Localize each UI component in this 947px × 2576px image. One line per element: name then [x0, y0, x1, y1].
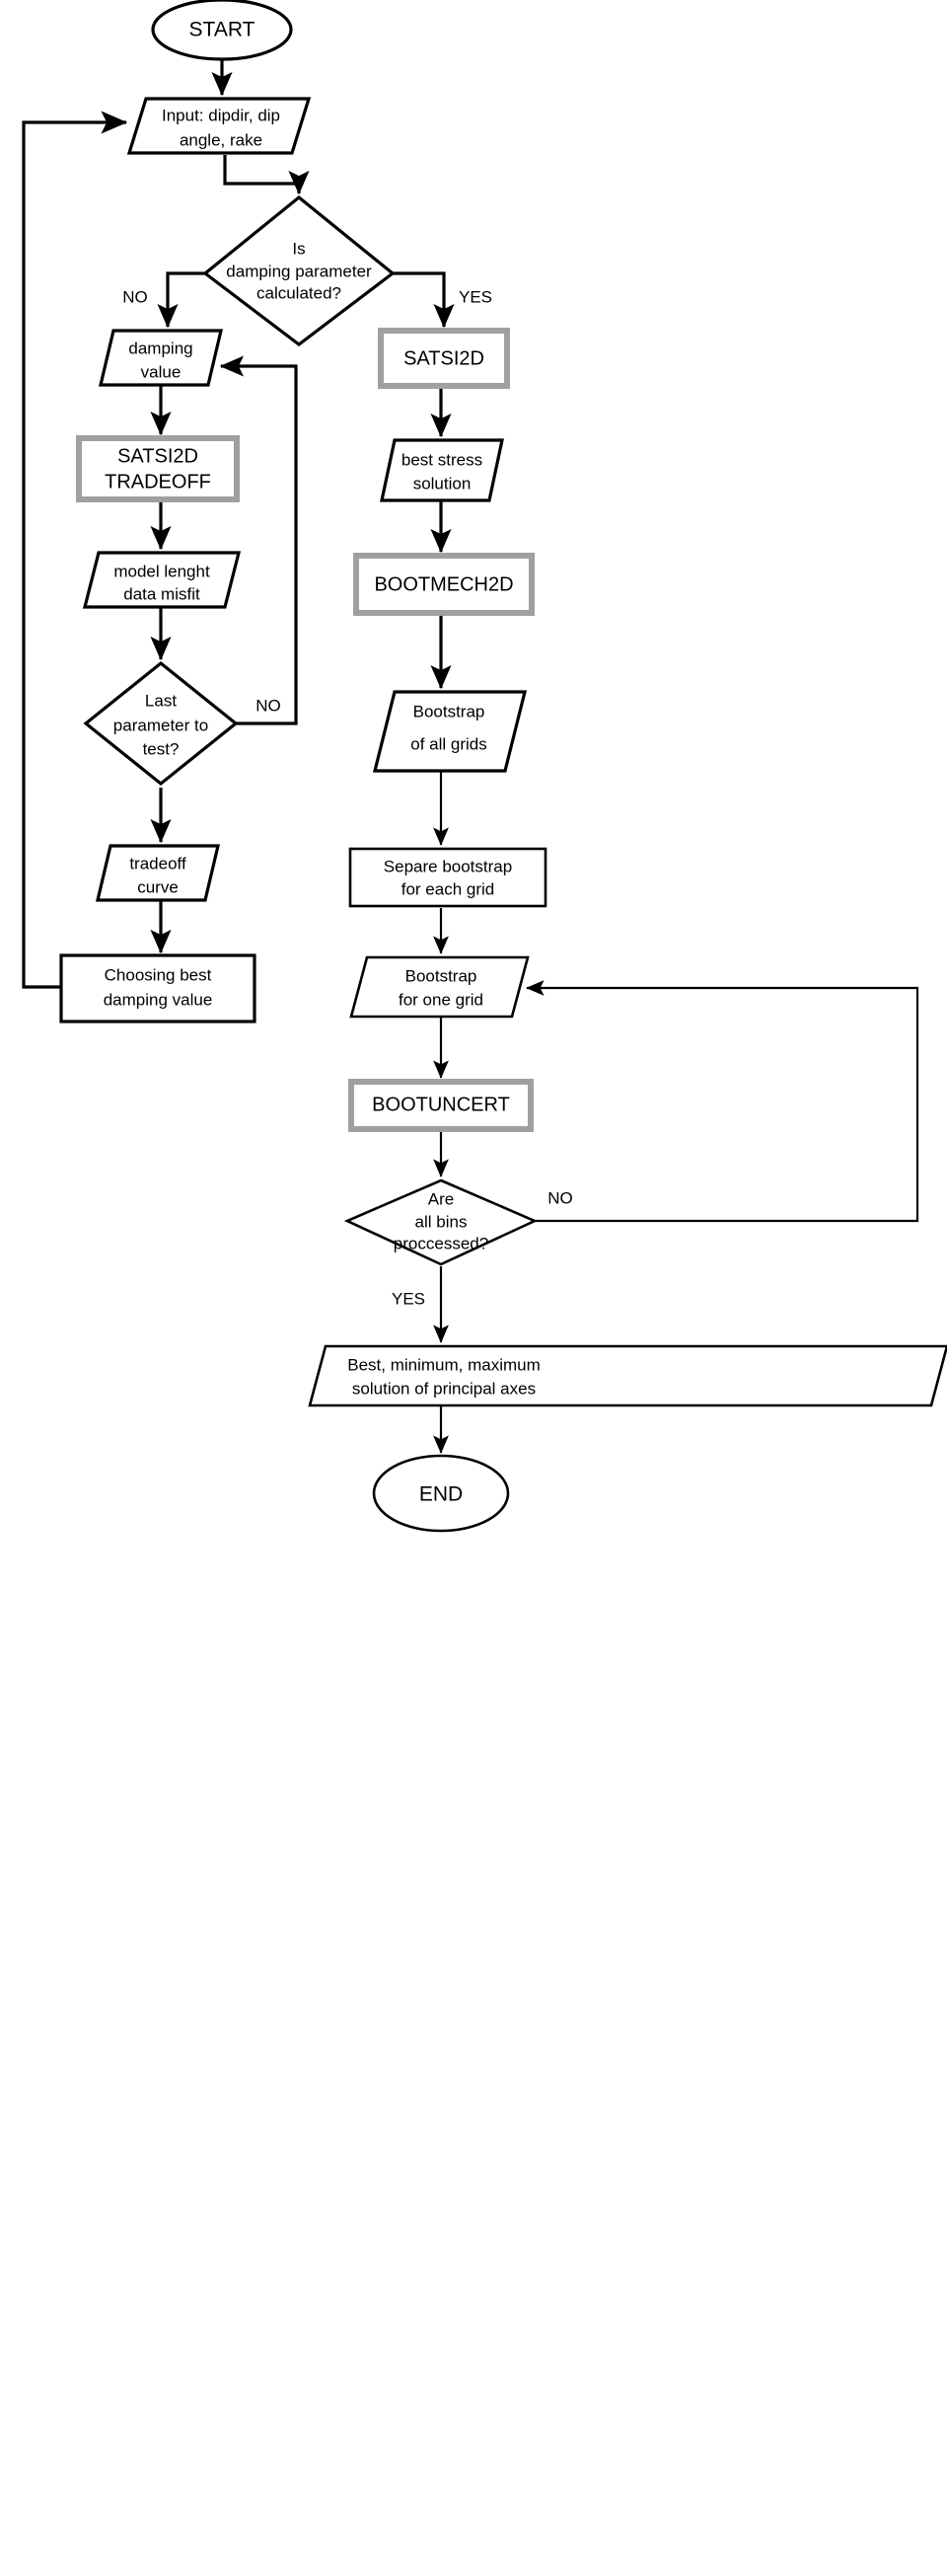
node-choose-damping[interactable]: Choosing best damping value [59, 953, 256, 1023]
satsi2d-shape [378, 328, 510, 389]
decision-damping-line1: Is [292, 239, 305, 258]
node-tradeoff-curve[interactable]: tradeoff curve [95, 844, 221, 902]
separe-bootstrap-shape [348, 847, 547, 908]
input-label-line1: Input: dipdir, dip [162, 106, 280, 124]
edge-decision-bins-no-loop [526, 980, 919, 1223]
bootstrap-all-shape [372, 690, 528, 773]
bootuncert-shape [348, 1079, 534, 1132]
bootstrap-one-line2: for one grid [399, 990, 483, 1009]
node-damping-value[interactable]: damping value [98, 329, 224, 387]
bootuncert-label: BOOTUNCERT [372, 1094, 510, 1115]
edge-label-no-damping: NO [122, 287, 148, 306]
node-satsi2d-tradeoff[interactable]: SATSI2D TRADEOFF [76, 435, 240, 502]
edge-input-to-decision-damping [223, 155, 310, 195]
edge-decision-yes-to-satsi2d [391, 271, 455, 329]
model-misfit-shape [82, 551, 242, 609]
start-terminator-shape [151, 0, 293, 61]
node-best-stress[interactable]: best stress solution [380, 438, 504, 502]
node-input[interactable]: Input: dipdir, dip angle, rake [126, 97, 312, 155]
bootmech2d-label: BOOTMECH2D [374, 573, 513, 595]
choose-damping-line2: damping value [104, 990, 213, 1009]
node-end[interactable]: END [372, 1454, 510, 1533]
tradeoff-curve-line1: tradeoff [129, 854, 186, 872]
decision-last-line1: Last [145, 691, 177, 710]
end-label: END [419, 1483, 463, 1506]
decision-bins-line1: Are [428, 1189, 454, 1208]
separe-bootstrap-line2: for each grid [401, 879, 495, 898]
node-final-solution[interactable]: Best, minimum, maximum solution of princ… [308, 1344, 947, 1407]
best-stress-line2: solution [413, 474, 472, 492]
edge-choose-damping-loop-to-input [22, 111, 128, 989]
edge-label-no-bins: NO [547, 1188, 573, 1207]
damping-value-shape [98, 329, 224, 387]
final-solution-line1: Best, minimum, maximum [347, 1355, 541, 1374]
node-decision-bins[interactable]: Are all bins proccessed? [343, 1178, 539, 1266]
satsi2d-tradeoff-line2: TRADEOFF [105, 471, 211, 492]
decision-bins-line3: proccessed? [394, 1234, 488, 1252]
node-bootuncert[interactable]: BOOTUNCERT [348, 1079, 534, 1132]
node-bootstrap-one[interactable]: Bootstrap for one grid [349, 955, 530, 1019]
final-solution-shape [308, 1344, 947, 1407]
decision-last-line2: parameter to [113, 716, 208, 734]
node-bootstrap-all[interactable]: Bootstrap of all grids [372, 690, 528, 773]
input-parallelogram-shape [126, 97, 312, 155]
final-solution-line2: solution of principal axes [352, 1379, 536, 1398]
decision-last-param-shape [83, 660, 239, 787]
edge-label-yes-bins: YES [392, 1289, 425, 1308]
tradeoff-curve-shape [95, 844, 221, 902]
choose-damping-line1: Choosing best [105, 965, 212, 984]
bootstrap-one-shape [349, 955, 530, 1019]
satsi2d-label: SATSI2D [403, 347, 484, 369]
start-label: START [189, 19, 255, 41]
edge-decision-last-no-loop [219, 355, 298, 725]
input-label-line2: angle, rake [180, 130, 262, 149]
end-terminator-shape [372, 1454, 510, 1533]
satsi2d-tradeoff-shape [76, 435, 240, 502]
bootstrap-all-line2: of all grids [410, 734, 486, 753]
decision-damping-line2: damping parameter [226, 262, 372, 280]
bootstrap-all-line1: Bootstrap [413, 702, 485, 720]
edge-label-yes-damping: YES [459, 287, 492, 306]
model-misfit-line2: data misfit [123, 584, 200, 603]
decision-damping-shape [202, 194, 396, 347]
best-stress-line1: best stress [401, 450, 482, 469]
node-model-misfit[interactable]: model lenght data misfit [82, 551, 242, 609]
damping-value-line1: damping [128, 339, 192, 357]
node-separe-bootstrap[interactable]: Separe bootstrap for each grid [348, 847, 547, 908]
decision-bins-shape [343, 1178, 539, 1266]
decision-last-line3: test? [143, 739, 180, 758]
edge-label-no-last: NO [255, 696, 281, 715]
separe-bootstrap-line1: Separe bootstrap [384, 857, 512, 875]
damping-value-line2: value [141, 362, 182, 381]
decision-damping-line3: calculated? [256, 283, 341, 302]
tradeoff-curve-line2: curve [137, 877, 179, 896]
node-decision-last-param[interactable]: Last parameter to test? [83, 660, 239, 787]
choose-damping-shape [59, 953, 256, 1023]
satsi2d-tradeoff-line1: SATSI2D [117, 445, 198, 467]
node-satsi2d[interactable]: SATSI2D [378, 328, 510, 389]
best-stress-shape [380, 438, 504, 502]
bootmech2d-shape [353, 553, 535, 616]
connectors [22, 56, 919, 1454]
bootstrap-one-line1: Bootstrap [405, 966, 477, 985]
node-bootmech2d[interactable]: BOOTMECH2D [353, 553, 535, 616]
node-decision-damping[interactable]: Is damping parameter calculated? [202, 194, 396, 347]
decision-bins-line2: all bins [415, 1212, 468, 1231]
model-misfit-line1: model lenght [113, 562, 210, 580]
node-start[interactable]: START [151, 0, 293, 61]
